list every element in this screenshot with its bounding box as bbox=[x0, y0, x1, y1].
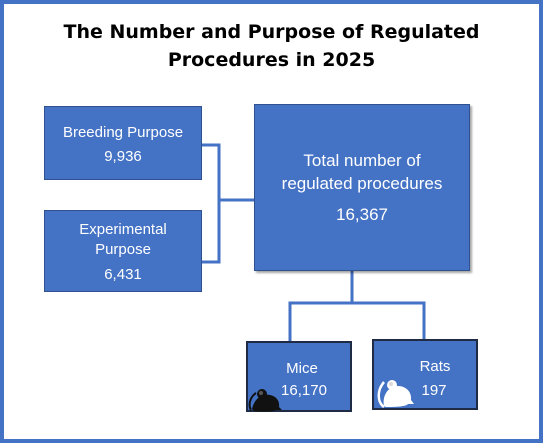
rat-icon bbox=[377, 380, 414, 409]
experimental-purpose-box: Experimental Purpose 6,431 bbox=[44, 210, 202, 292]
rats-value: 197 bbox=[421, 382, 447, 399]
breeding-purpose-box: Breeding Purpose 9,936 bbox=[44, 106, 202, 180]
experimental-purpose-value: 6,431 bbox=[104, 266, 142, 283]
mouse-icon bbox=[248, 389, 282, 412]
diagram-title: The Number and Purpose of Regulated Proc… bbox=[63, 21, 480, 71]
total-procedures-value: 16,367 bbox=[336, 205, 388, 224]
mice-label: Mice bbox=[286, 360, 318, 377]
breeding-purpose-value: 9,936 bbox=[104, 148, 142, 165]
mice-box: Mice 16,170 bbox=[246, 341, 352, 412]
rats-label: Rats bbox=[419, 358, 451, 375]
experimental-purpose-label: Experimental Purpose bbox=[79, 221, 167, 258]
purpose-bracket bbox=[202, 143, 221, 264]
total-procedures-box: Total number of regulated procedures 16,… bbox=[254, 104, 470, 271]
breeding-purpose-label: Breeding Purpose bbox=[62, 124, 184, 141]
mice-value: 16,170 bbox=[281, 382, 327, 399]
species-bracket bbox=[288, 301, 426, 341]
total-procedures-label: Total number of regulated procedures bbox=[281, 151, 443, 193]
rats-box: Rats 197 bbox=[372, 339, 478, 410]
